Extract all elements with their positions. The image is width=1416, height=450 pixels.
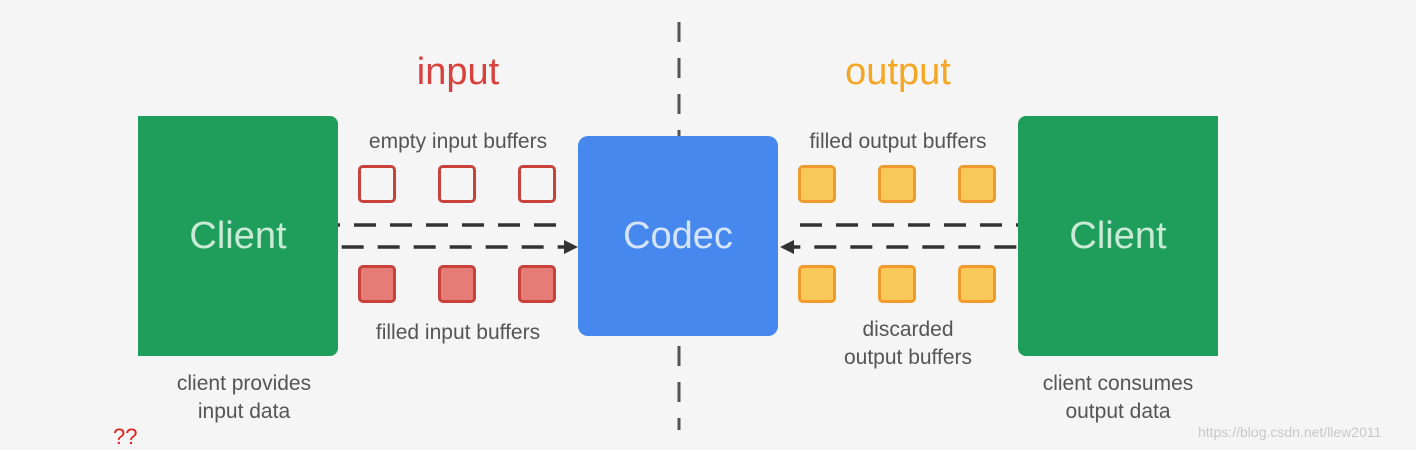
client-right-block: Client [1018, 116, 1218, 356]
filled-input-buffers-label: filled input buffers [375, 321, 541, 344]
output-header: output [845, 51, 951, 93]
client-left-block: Client [138, 116, 338, 356]
client-provides-line-1: client provides [176, 372, 312, 395]
input-arrowhead [564, 240, 578, 254]
discarded-line-1: discarded [862, 318, 954, 341]
watermark: https://blog.csdn.net/llew2011 [1198, 424, 1382, 440]
empty-input-buffers-label: empty input buffers [368, 130, 548, 153]
discarded-output-buffer [958, 265, 996, 303]
discarded-output-buffer [798, 265, 836, 303]
filled-input-buffer [518, 265, 556, 303]
client-right-label: Client [1069, 214, 1167, 257]
question-marks: ?? [113, 424, 138, 449]
client-consumes-caption: client consumes output data [1008, 370, 1228, 426]
empty-input-buffer [438, 165, 476, 203]
output-flow-arrow [792, 223, 1048, 249]
filled-output-buffers-label: filled output buffers [809, 130, 987, 153]
discarded-line-2: output buffers [843, 346, 973, 369]
output-arrowhead [780, 240, 794, 254]
discarded-output-buffers-label: discarded output buffers [788, 316, 1028, 372]
client-consumes-line-2: output data [1065, 400, 1171, 423]
filled-output-buffer [958, 165, 996, 203]
client-provides-line-2: input data [197, 400, 291, 423]
client-left-label: Client [189, 214, 287, 257]
client-consumes-line-1: client consumes [1042, 372, 1194, 395]
empty-input-buffer [358, 165, 396, 203]
input-header: input [416, 51, 500, 93]
discarded-output-buffer [878, 265, 916, 303]
empty-input-buffer [518, 165, 556, 203]
filled-input-buffer [438, 265, 476, 303]
client-provides-caption: client provides input data [134, 370, 354, 426]
filled-input-buffer [358, 265, 396, 303]
codec-label: Codec [623, 214, 733, 257]
filled-output-buffer [878, 165, 916, 203]
input-flow-arrow [309, 223, 566, 249]
filled-output-buffer [798, 165, 836, 203]
codec-block: Codec [578, 136, 778, 336]
